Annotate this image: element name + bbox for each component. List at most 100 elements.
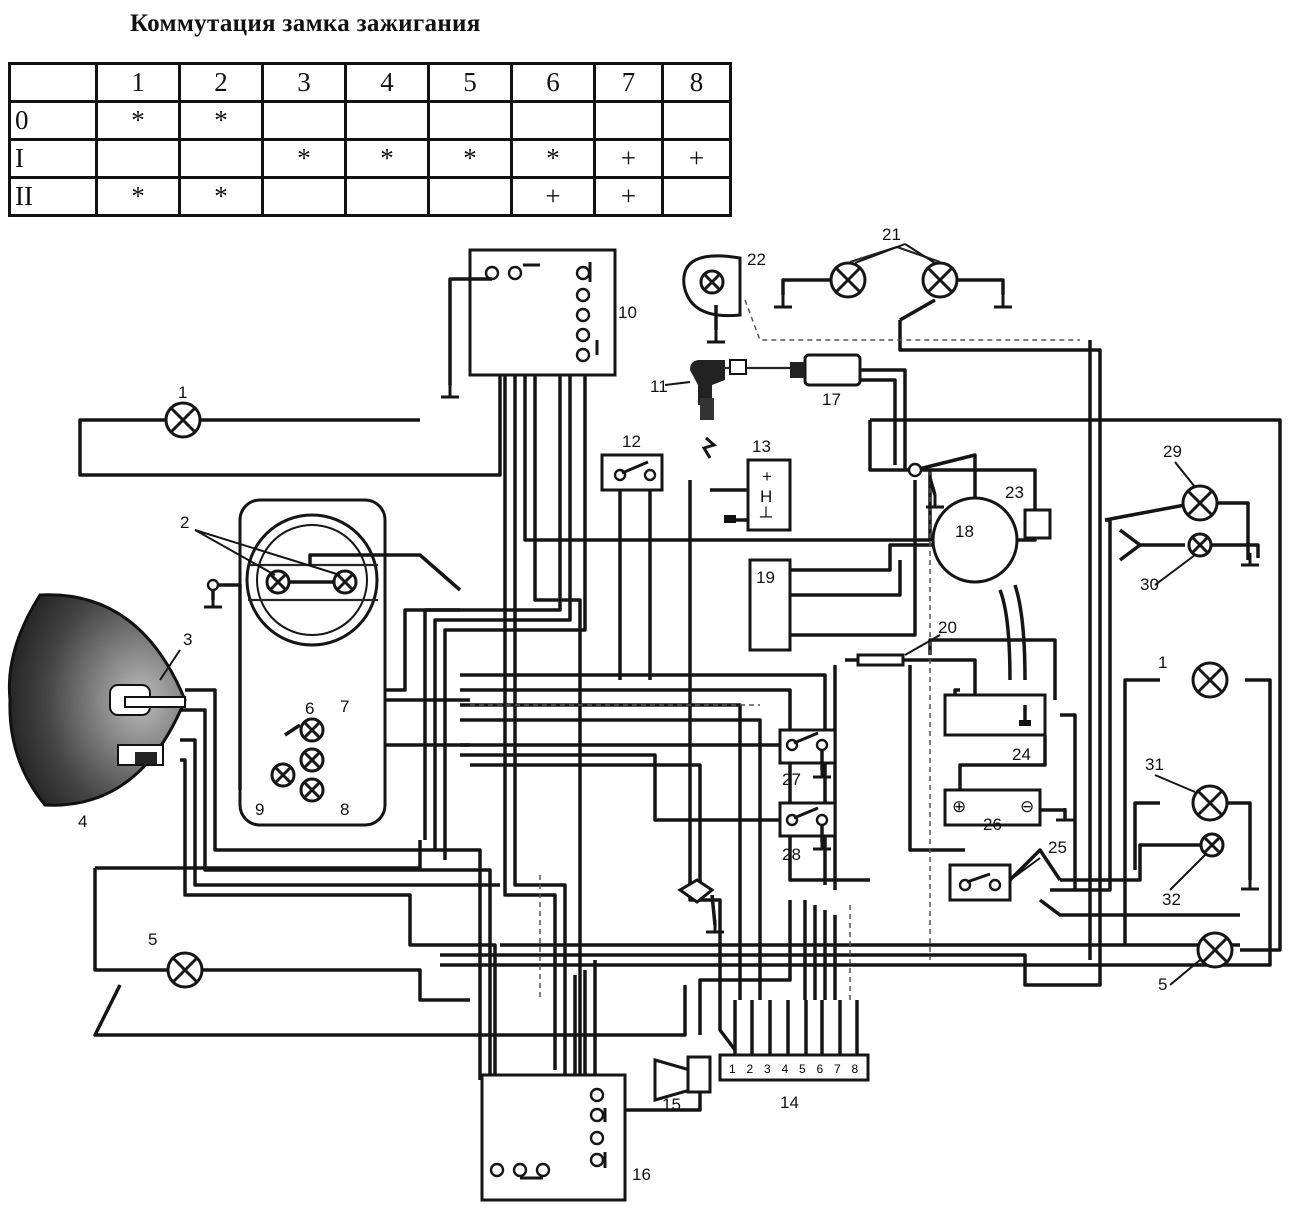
table-cell: [8, 62, 98, 103]
component-label-16: 16: [632, 1165, 651, 1184]
component-label-28: 28: [782, 845, 801, 864]
table-cell: [178, 138, 264, 179]
connector-pin-label: 1: [729, 1062, 736, 1076]
component-label-27: 27: [782, 770, 801, 789]
regulator-19: [748, 558, 792, 652]
table-cell: *: [344, 138, 430, 179]
table-cell: 4: [344, 62, 430, 103]
component-label-6: 6: [305, 699, 314, 718]
table-cell: [344, 100, 430, 141]
component-label-24: 24: [1012, 745, 1031, 764]
component-label-31: 31: [1145, 755, 1164, 774]
leader-line: [159, 649, 181, 681]
lamps-21: [772, 245, 1014, 309]
component-label-18: 18: [955, 522, 974, 541]
component-label-21: 21: [882, 225, 901, 244]
connector-pin-label: 5: [799, 1062, 806, 1076]
instrument-panel: [202, 498, 462, 827]
component-label-30: 30: [1140, 575, 1159, 594]
ignition-coil: [790, 353, 862, 387]
connector-pin-label: 8: [852, 1062, 859, 1076]
horn-15: [653, 1055, 712, 1102]
leader-line: [1169, 854, 1206, 891]
component-label-1b: 1: [1158, 653, 1167, 672]
component-label-12: 12: [622, 432, 641, 451]
table-row: II**++: [8, 176, 732, 217]
table-cell: *: [427, 138, 513, 179]
component-label-26: 26: [983, 815, 1002, 834]
leader-line: [1154, 774, 1196, 793]
component-label-23: 23: [1005, 483, 1024, 502]
component-label-11: 11: [650, 377, 668, 396]
wire-harness: [78, 250, 1282, 1170]
table-cell: 1: [95, 62, 181, 103]
table-cell: 0: [8, 100, 98, 141]
table-cell: [510, 100, 596, 141]
leader-line: [904, 634, 941, 656]
table-cell: [344, 176, 430, 217]
connector-pin-label: 3: [764, 1062, 771, 1076]
component-label-8: 8: [340, 800, 349, 819]
table-cell: [661, 100, 732, 141]
horn-22: [682, 254, 742, 344]
table-cell: 2: [178, 62, 264, 103]
switch-28: [778, 801, 837, 851]
turn-signal-lamp-right: [1191, 661, 1229, 699]
component-label-7: 7: [340, 697, 349, 716]
table-cell: 7: [593, 62, 664, 103]
table-cell: [661, 176, 732, 217]
component-label-32: 32: [1162, 890, 1181, 909]
switch-27: [778, 728, 837, 779]
relay-13: + Н ┴: [724, 458, 792, 532]
rectifier-24: [943, 693, 1047, 737]
relay-mark: +: [762, 467, 772, 486]
component-label-9: 9: [255, 800, 264, 819]
table-cell: 5: [427, 62, 513, 103]
component-label-17: 17: [822, 390, 841, 409]
leader-line: [1154, 554, 1196, 586]
table-row: 0**: [8, 100, 732, 141]
connector-pin-label: 6: [817, 1062, 824, 1076]
component-label-5b: 5: [1158, 975, 1167, 994]
leader-line: [1009, 857, 1041, 881]
generator-18: [907, 453, 1037, 584]
table-cell: *: [261, 138, 347, 179]
table-cell: +: [593, 138, 664, 179]
relay-mark: Н: [760, 487, 772, 506]
leader-line: [664, 381, 691, 386]
component-label-25: 25: [1048, 838, 1067, 857]
connector-pin-label: 7: [834, 1062, 841, 1076]
switch-25: [948, 863, 1012, 902]
leader-line: [904, 243, 936, 264]
leader-line: [1174, 461, 1196, 488]
table-cell: *: [95, 176, 181, 217]
table-cell: I: [8, 138, 98, 179]
lamp-31: [1191, 784, 1261, 891]
table-cell: [95, 138, 181, 179]
table-cell: *: [178, 100, 264, 141]
battery-terminal-mark: ⊖: [1020, 797, 1034, 816]
table-cell: 8: [661, 62, 732, 103]
table-cell: II: [8, 176, 98, 217]
table-cell: [261, 100, 347, 141]
connector-pin-label: 2: [747, 1062, 754, 1076]
fuse-20: [856, 653, 905, 667]
switch-12: [600, 453, 664, 492]
lamp-29: [1181, 484, 1250, 560]
table-cell: [593, 100, 664, 141]
component-label-14: 14: [780, 1093, 799, 1112]
relay-mark: ┴: [759, 506, 773, 526]
table-cell: *: [95, 100, 181, 141]
component-label-5: 5: [148, 930, 157, 949]
table-cell: 6: [510, 62, 596, 103]
leader-line: [1169, 959, 1201, 986]
component-label-4: 4: [78, 812, 87, 831]
table-cell: [427, 100, 513, 141]
headlight: [7, 593, 187, 807]
table-cell: *: [178, 176, 264, 217]
turn-signal-lamp-front: [164, 401, 202, 439]
component-label-22: 22: [747, 250, 766, 269]
